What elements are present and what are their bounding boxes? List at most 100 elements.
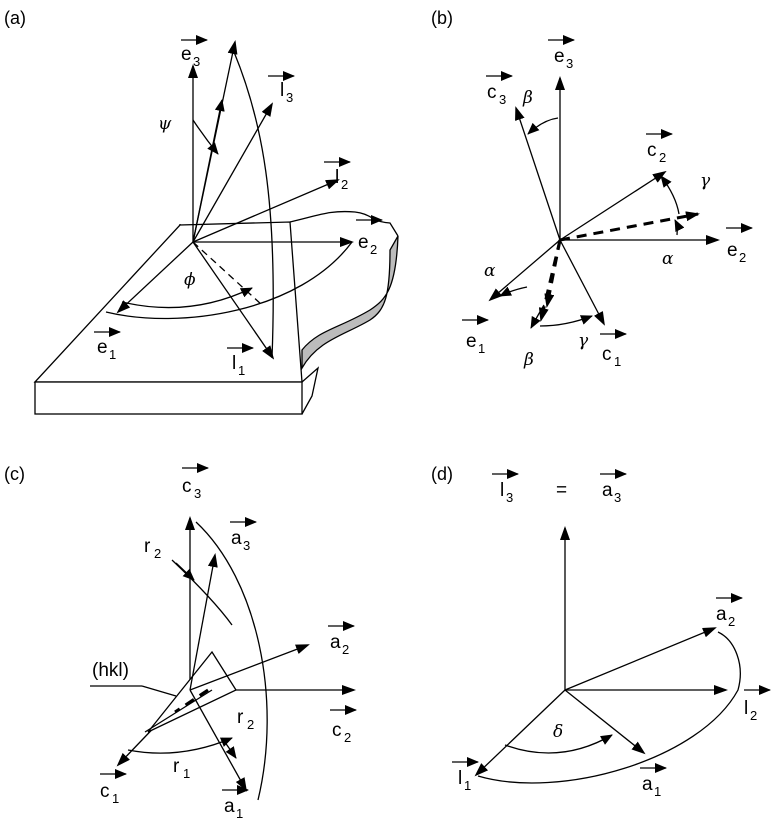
b-beta-label-bottom: β xyxy=(523,350,534,370)
b-gamma-arc-bottom xyxy=(539,315,593,327)
b-label-e3: e 3 xyxy=(548,35,575,71)
upper-vector xyxy=(192,40,238,243)
svg-text:e: e xyxy=(97,337,108,358)
c-label-c3: c 3 xyxy=(182,463,209,501)
b-c2-axis xyxy=(559,170,667,241)
b-gamma-arc-top xyxy=(660,175,680,215)
svg-text:1: 1 xyxy=(238,363,245,378)
svg-text:2: 2 xyxy=(739,250,746,265)
svg-text:1: 1 xyxy=(464,778,471,793)
svg-text:e: e xyxy=(554,46,565,67)
svg-text:2: 2 xyxy=(728,614,735,629)
d-label-l1: l 1 xyxy=(452,757,479,793)
b-alpha-label-right: α xyxy=(662,249,674,269)
d-delta-label: δ xyxy=(553,722,563,742)
svg-text:l: l xyxy=(458,768,462,789)
sample-slab xyxy=(33,210,399,415)
svg-text:1: 1 xyxy=(183,766,190,781)
d-a2-axis xyxy=(564,627,717,691)
panel-c-label: (c) xyxy=(4,464,25,484)
svg-text:2: 2 xyxy=(247,717,254,732)
svg-text:r: r xyxy=(173,756,180,777)
svg-text:2: 2 xyxy=(342,642,349,657)
panel-d: (d) l 3 = a 3 a 2 l 2 xyxy=(431,464,771,799)
l1-axis xyxy=(192,241,275,360)
meridian-arc xyxy=(233,51,274,359)
svg-text:a: a xyxy=(602,480,613,501)
svg-text:e: e xyxy=(358,232,369,253)
d-label-l2: l 2 xyxy=(744,685,771,723)
c-label-a3: a 3 xyxy=(230,517,257,553)
svg-text:3: 3 xyxy=(566,56,573,71)
b-c3-axis xyxy=(515,106,561,241)
e1-axis xyxy=(116,241,194,314)
svg-text:1: 1 xyxy=(112,791,119,806)
hkl-plane xyxy=(147,650,237,733)
panel-b: (b) e 3 c 3 c xyxy=(431,8,753,370)
svg-text:2: 2 xyxy=(659,150,666,165)
svg-text:1: 1 xyxy=(654,784,661,799)
b-alpha-arc-left xyxy=(499,286,528,297)
panel-a: (a) e 3 xyxy=(4,8,399,415)
svg-text:3: 3 xyxy=(499,92,506,107)
c-label-c1: c 1 xyxy=(100,769,127,806)
svg-text:a: a xyxy=(330,632,341,653)
phi-arc xyxy=(121,287,253,309)
svg-text:c: c xyxy=(182,476,192,497)
svg-text:2: 2 xyxy=(370,242,377,257)
b-label-e2: e 2 xyxy=(726,223,753,265)
hkl-normal-dashed xyxy=(174,688,209,714)
svg-text:l: l xyxy=(500,480,504,501)
d-outer-arc xyxy=(477,631,741,784)
c-a3-axis xyxy=(189,553,218,691)
b-label-e1: e 1 xyxy=(462,315,489,356)
svg-text:a: a xyxy=(716,604,727,625)
svg-text:e: e xyxy=(181,44,192,65)
svg-text:3: 3 xyxy=(193,54,200,69)
svg-text:3: 3 xyxy=(194,486,201,501)
c-label-r1: r 1 xyxy=(173,756,190,781)
svg-text:a: a xyxy=(224,796,235,817)
c-label-a1: a 1 xyxy=(222,785,249,821)
b-dashed-axis-3 xyxy=(544,239,562,308)
svg-text:c: c xyxy=(100,781,110,802)
svg-text:e: e xyxy=(466,331,477,352)
c-a2-axis xyxy=(189,644,310,691)
c-label-r2-top: r 2 xyxy=(144,536,161,561)
label-l2: l 2 xyxy=(324,157,351,192)
psi-arc xyxy=(192,119,219,155)
b-c1-axis xyxy=(559,239,605,326)
phi-label: ϕ xyxy=(184,270,196,290)
hkl-label: (hkl) xyxy=(92,660,129,681)
svg-text:c: c xyxy=(647,140,657,161)
c-r1-arc xyxy=(127,737,233,754)
svg-text:3: 3 xyxy=(243,538,250,553)
c-r2-arrow-bottom xyxy=(221,737,237,759)
projection-line xyxy=(192,241,263,306)
base-arc xyxy=(105,241,353,320)
panel-c: (c) c 3 a 3 a xyxy=(4,463,357,821)
svg-text:r: r xyxy=(237,707,244,728)
d-label-l3: l 3 xyxy=(492,469,519,505)
svg-text:l: l xyxy=(335,167,339,188)
svg-text:2: 2 xyxy=(344,730,351,745)
svg-text:l: l xyxy=(744,698,748,719)
svg-text:e: e xyxy=(727,240,738,261)
c-label-r2-bottom: r 2 xyxy=(237,707,254,732)
c-r2-arc-top xyxy=(171,559,233,626)
psi-label: ψ xyxy=(158,114,172,134)
c-a1-axis xyxy=(189,689,247,792)
c-label-c2: c 2 xyxy=(330,705,357,745)
b-beta-label-top: β xyxy=(522,88,533,108)
svg-text:2: 2 xyxy=(341,177,348,192)
d-equals-sign: = xyxy=(556,480,567,501)
svg-text:1: 1 xyxy=(614,354,621,369)
d-label-a1: a 1 xyxy=(640,763,667,799)
svg-text:1: 1 xyxy=(236,806,243,821)
panel-d-label: (d) xyxy=(431,464,453,484)
b-dashed-axis-1 xyxy=(559,211,700,242)
label-e3: e 3 xyxy=(181,35,208,69)
svg-text:3: 3 xyxy=(614,490,621,505)
svg-text:1: 1 xyxy=(109,347,116,362)
